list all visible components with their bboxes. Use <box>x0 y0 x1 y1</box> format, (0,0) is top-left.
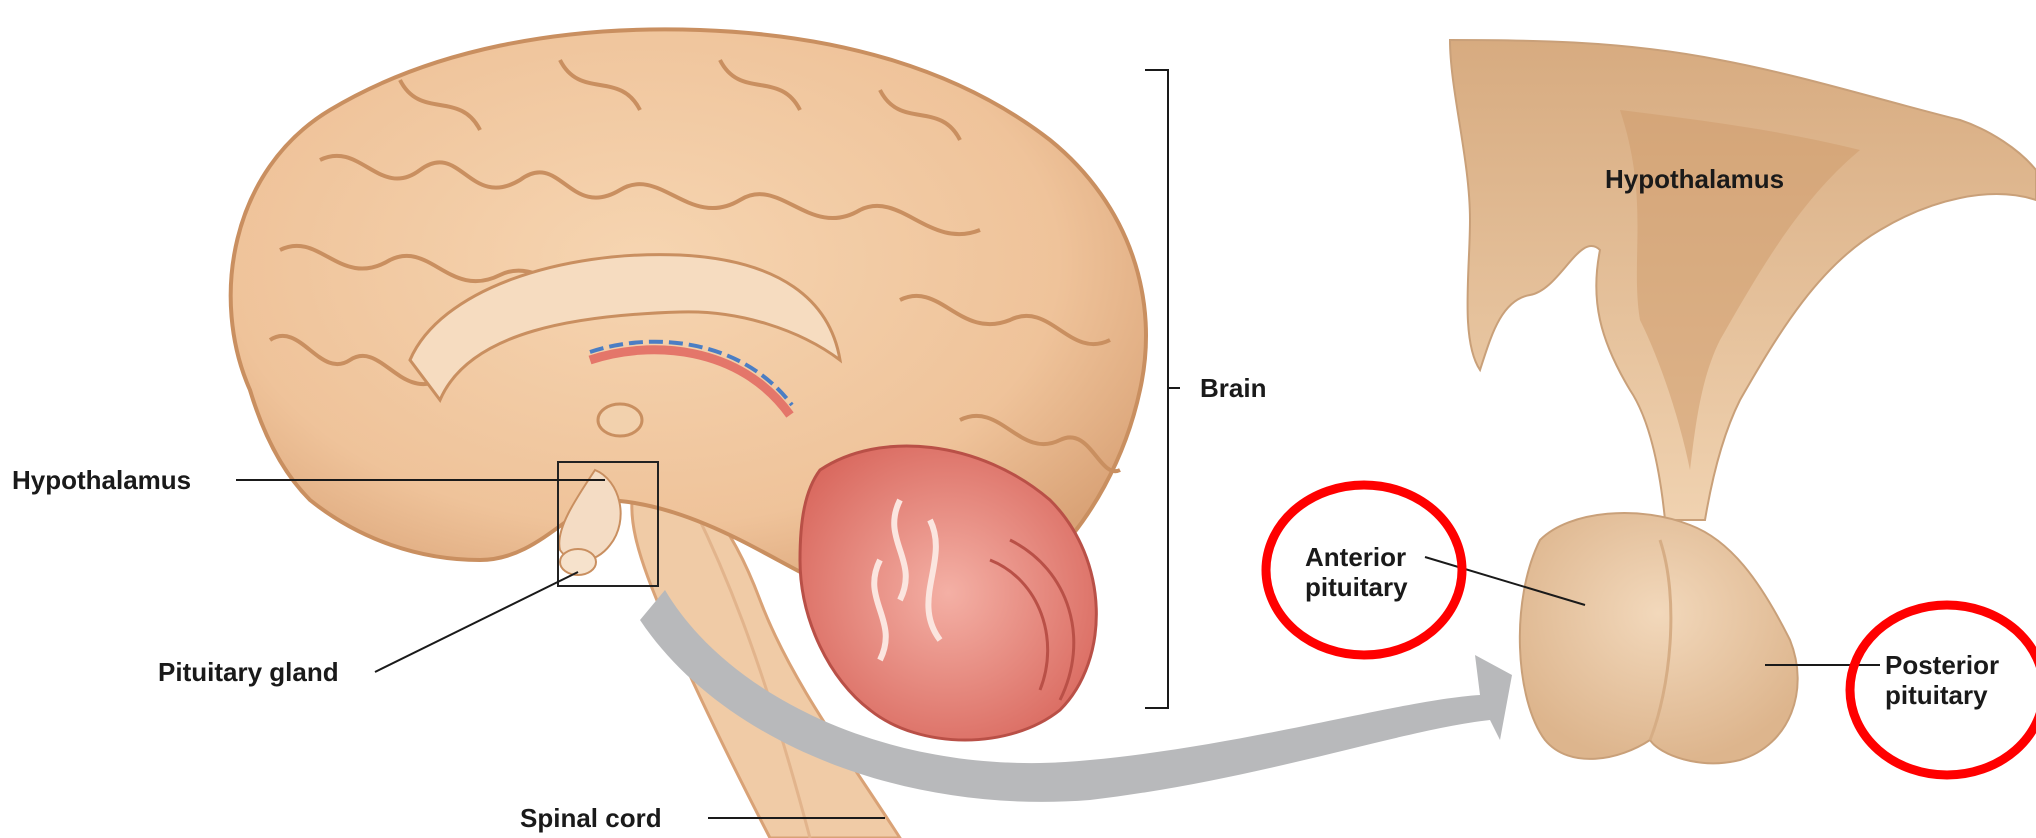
hypothalamus-label-left: Hypothalamus <box>12 465 191 495</box>
anterior-label-line1: Anterior <box>1305 542 1408 572</box>
hypothalamus-label-right: Hypothalamus <box>1605 164 1784 194</box>
spinal-cord-label: Spinal cord <box>520 803 662 833</box>
anterior-pituitary-label: Anterior pituitary <box>1305 542 1408 602</box>
posterior-pituitary-label: Posterior pituitary <box>1885 650 1999 710</box>
pituitary-gland-label: Pituitary gland <box>158 657 339 687</box>
posterior-label-line1: Posterior <box>1885 650 1999 680</box>
brain-label: Brain <box>1200 373 1266 403</box>
anterior-label-line2: pituitary <box>1305 572 1408 602</box>
posterior-label-line2: pituitary <box>1885 680 1999 710</box>
